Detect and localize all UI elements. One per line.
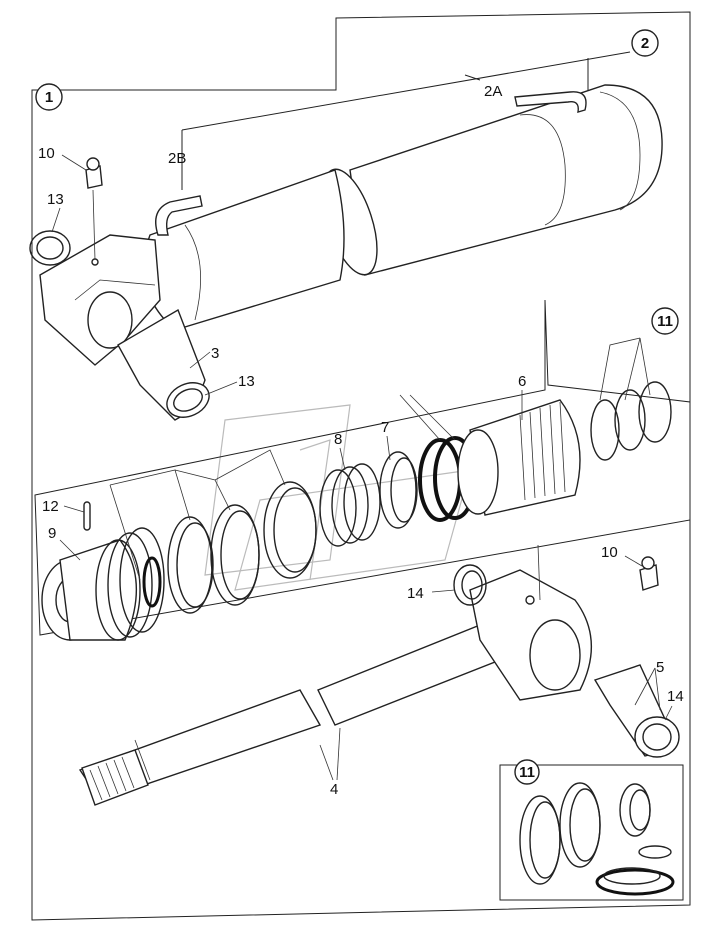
callout-13-bottom: 13	[238, 373, 255, 390]
callout-1: 1	[35, 83, 63, 111]
callout-14-right: 14	[667, 688, 684, 705]
callout-10-top: 10	[38, 145, 55, 162]
callout-label: 2	[641, 35, 649, 52]
callout-5: 5	[656, 659, 664, 676]
cylinder-barrel	[29, 84, 663, 421]
callout-label: 1	[45, 89, 53, 106]
group-2-bracket	[181, 51, 631, 190]
callout-4: 4	[330, 781, 338, 798]
callout-label: 11	[519, 764, 535, 781]
label-leaders	[51, 154, 673, 721]
callout-9: 9	[48, 525, 56, 542]
callout-11-piston: 11	[651, 307, 679, 335]
callout-6: 6	[518, 373, 526, 390]
watermark	[204, 404, 471, 591]
piston-rod	[78, 544, 680, 806]
piston-assembly	[41, 337, 672, 641]
callout-12: 12	[42, 498, 59, 515]
callout-label: 11	[657, 313, 673, 330]
callout-10-bottom: 10	[601, 544, 618, 561]
callout-7: 7	[381, 419, 389, 436]
callout-14-left: 14	[407, 585, 424, 602]
callout-11-inset: 11	[514, 759, 540, 785]
callout-3: 3	[211, 345, 219, 362]
callout-2a: 2A	[484, 83, 502, 100]
callout-2: 2	[631, 29, 659, 57]
callout-2b: 2B	[168, 150, 186, 167]
seal-kit-inset	[499, 764, 684, 901]
callout-13-top: 13	[47, 191, 64, 208]
assembly-frame	[31, 11, 691, 921]
callout-8: 8	[334, 431, 342, 448]
